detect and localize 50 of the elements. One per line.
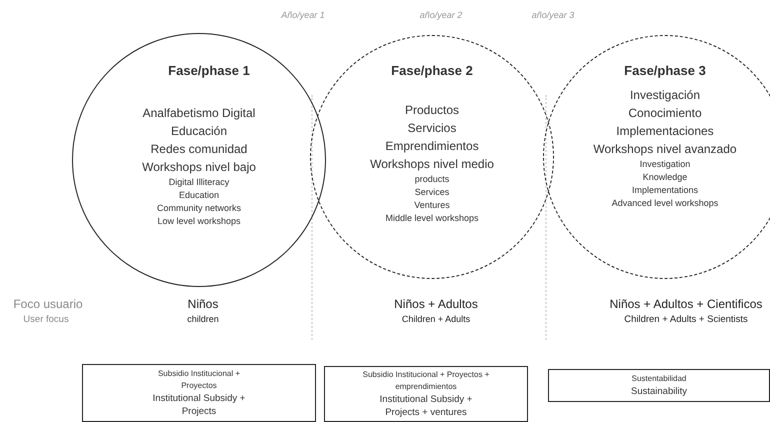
user-focus-text: Niños + Adultos + Cientificos: [610, 298, 762, 310]
funding-box: [324, 366, 528, 422]
user-focus-text: children: [187, 315, 219, 324]
row-label: Foco usuario: [13, 298, 83, 310]
topic-text: Conocimiento: [628, 105, 702, 122]
topic-text: Emprendimientos: [385, 138, 479, 155]
topic-text: Educación: [170, 123, 228, 140]
topic-translation: Advanced level workshops: [612, 197, 718, 210]
year-label: Año/year 1: [281, 11, 325, 20]
funding-text: Sustentabilidad: [632, 373, 686, 385]
phase-heading: Fase/phase 3: [624, 64, 706, 77]
topic-translation: Middle level workshops: [385, 212, 479, 225]
funding-box: [548, 369, 770, 402]
phase-circle: [72, 33, 326, 287]
funding-translation: Institutional Subsidy + Projects + ventures: [378, 393, 474, 419]
topic-translation: Services: [414, 186, 450, 199]
phase-heading: Fase/phase 2: [391, 64, 473, 77]
topic-translation: Ventures: [414, 199, 450, 212]
topic-translation: Education: [178, 189, 220, 202]
topic-text: Workshops nivel bajo: [142, 159, 256, 176]
user-focus-text: Children + Adults: [402, 315, 470, 324]
phase-circle: [310, 35, 554, 279]
phase-heading: Fase/phase 1: [168, 64, 250, 77]
user-focus-text: Niños: [188, 298, 218, 310]
topic-translation: Digital Illiteracy: [168, 176, 230, 189]
topic-text: Productos: [404, 102, 460, 119]
funding-box: [82, 364, 316, 422]
row-label: User focus: [23, 315, 69, 324]
topic-text: Redes comunidad: [150, 141, 248, 158]
topic-text: Analfabetismo Digital: [142, 105, 256, 122]
topic-translation: Knowledge: [642, 171, 688, 184]
user-focus-text: Children + Adults + Scientists: [624, 315, 748, 324]
topic-text: Investigación: [630, 87, 700, 104]
funding-text: Subsidio Institucional + Proyectos + emprendimientos: [362, 369, 490, 393]
user-focus-text: Niños + Adultos: [394, 298, 478, 310]
topic-text: Implementaciones: [616, 123, 714, 140]
year-label: año/year 2: [420, 11, 462, 20]
topic-translation: Community networks: [156, 202, 242, 215]
topic-translation: Investigation: [640, 158, 690, 171]
phase-circle: [543, 35, 770, 279]
funding-translation: Sustainability: [631, 385, 687, 398]
funding-text: Subsidio Institucional + Proyectos: [156, 368, 242, 392]
topic-text: Workshops nivel avanzado: [593, 141, 737, 158]
topic-translation: Low level workshops: [157, 215, 241, 228]
topic-translation: products: [414, 173, 450, 186]
funding-translation: Institutional Subsidy + Projects: [152, 392, 246, 418]
topic-text: Workshops nivel medio: [370, 156, 494, 173]
topic-text: Servicios: [408, 120, 456, 137]
topic-translation: Implementations: [632, 184, 698, 197]
year-label: año/year 3: [532, 11, 574, 20]
